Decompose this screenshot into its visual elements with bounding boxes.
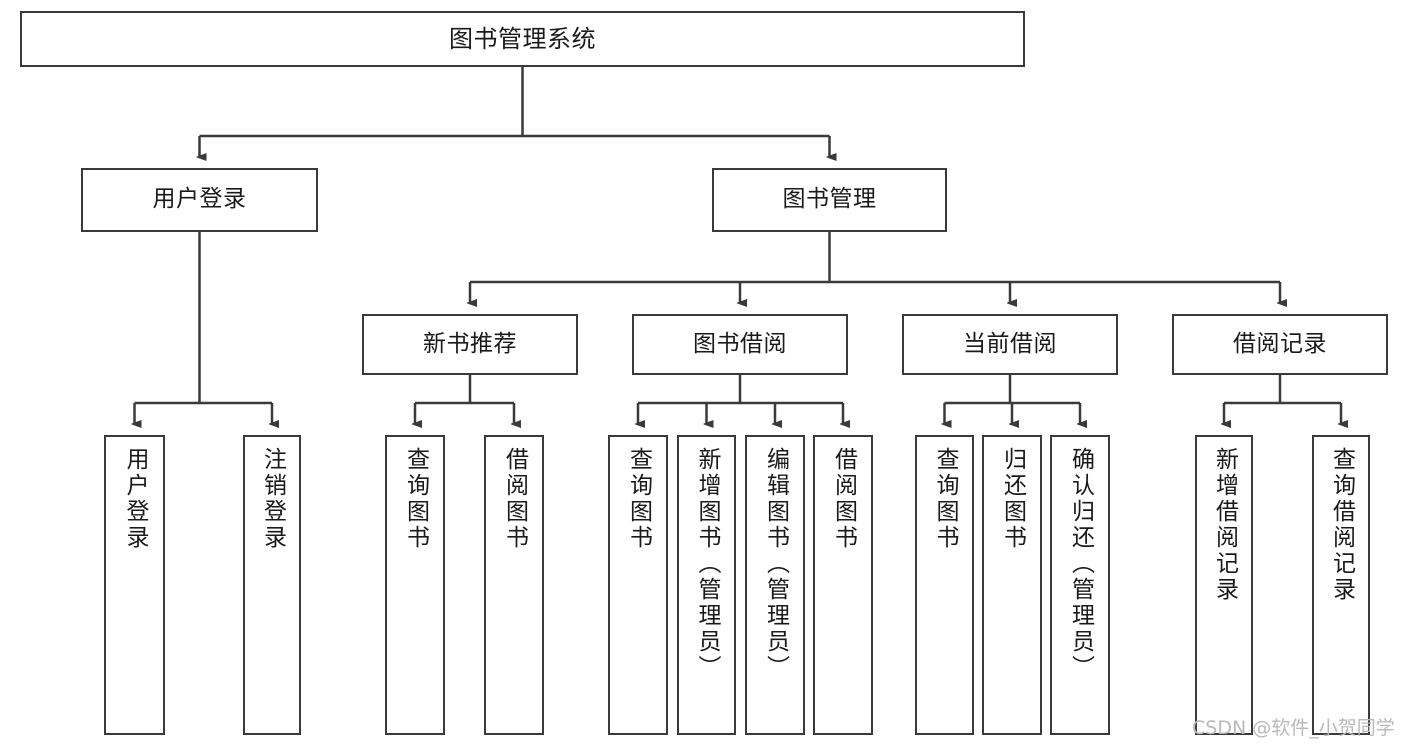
node-leaf-borrow-book-label: 借阅图书 [830,447,857,551]
node-leaf-query-borrow-record-label: 查询借阅记录 [1328,447,1355,603]
node-user-login-label: 用户登录 [152,186,247,213]
node-book-borrow[interactable]: 图书借阅 [632,314,848,375]
node-leaf-add-book[interactable]: 新增图书（管理员） [677,435,736,735]
node-new-book-recommend-label: 新书推荐 [423,330,517,357]
csdn-watermark: CSDN @软件_小贺同学 [1192,717,1395,739]
node-user-login[interactable]: 用户登录 [81,168,318,232]
node-leaf-add-borrow-record[interactable]: 新增借阅记录 [1195,435,1253,735]
node-root[interactable]: 图书管理系统 [20,11,1025,67]
node-leaf-borrow-book-recommend[interactable]: 借阅图书 [484,435,544,735]
node-leaf-add-book-label: 新增图书（管理员） [694,447,720,681]
node-leaf-confirm-return-label: 确认归还（管理员） [1067,447,1094,681]
node-book-management-label: 图书管理 [782,186,877,213]
node-root-label: 图书管理系统 [449,24,596,53]
node-current-borrow[interactable]: 当前借阅 [902,314,1118,375]
node-leaf-query-book-current[interactable]: 查询图书 [915,435,974,735]
node-borrow-record-label: 借阅记录 [1233,330,1327,357]
node-leaf-edit-book-label: 编辑图书（管理员） [762,447,789,681]
node-new-book-recommend[interactable]: 新书推荐 [362,314,578,375]
node-book-management[interactable]: 图书管理 [712,168,947,232]
node-leaf-query-book-borrow[interactable]: 查询图书 [608,435,668,735]
node-leaf-user-logout[interactable]: 注销登录 [243,435,301,735]
node-book-borrow-label: 图书借阅 [693,330,787,357]
node-leaf-edit-book[interactable]: 编辑图书（管理员） [745,435,805,735]
node-leaf-borrow-book-recommend-label: 借阅图书 [501,447,528,551]
node-leaf-user-logout-label: 注销登录 [259,447,286,551]
node-leaf-confirm-return[interactable]: 确认归还（管理员） [1050,435,1110,735]
node-leaf-query-book-borrow-label: 查询图书 [625,447,652,551]
node-leaf-user-login[interactable]: 用户登录 [104,435,165,735]
node-leaf-user-login-label: 用户登录 [122,447,148,551]
node-leaf-query-book-recommend-label: 查询图书 [402,447,429,551]
node-leaf-query-book-current-label: 查询图书 [932,447,958,551]
node-borrow-record[interactable]: 借阅记录 [1172,314,1388,375]
node-leaf-borrow-book[interactable]: 借阅图书 [813,435,873,735]
node-current-borrow-label: 当前借阅 [963,330,1057,357]
node-leaf-query-borrow-record[interactable]: 查询借阅记录 [1312,435,1370,735]
node-leaf-return-book[interactable]: 归还图书 [982,435,1042,735]
node-leaf-return-book-label: 归还图书 [999,447,1026,551]
node-leaf-add-borrow-record-label: 新增借阅记录 [1211,447,1238,603]
node-leaf-query-book-recommend[interactable]: 查询图书 [385,435,445,735]
